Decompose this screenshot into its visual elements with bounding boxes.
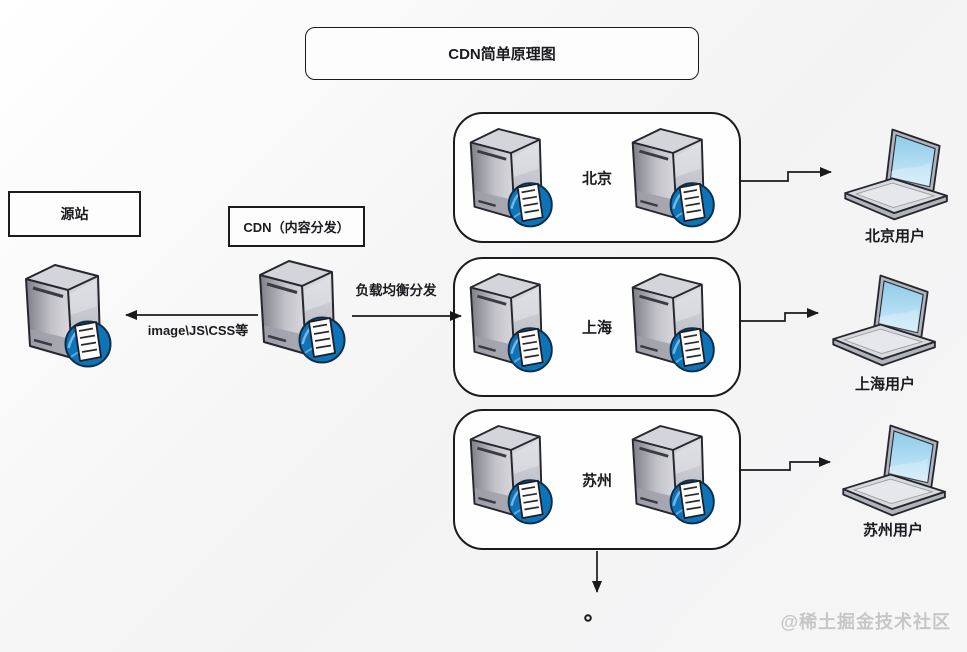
region-name-suzhou: 苏州 bbox=[581, 472, 612, 489]
server-icon bbox=[252, 256, 352, 366]
region-box-shanghai: 上海 bbox=[453, 257, 741, 397]
arrow-beijing-to-user bbox=[741, 167, 832, 182]
arrow-suzhou-to-user bbox=[741, 457, 831, 471]
region-box-beijing: 北京 bbox=[453, 112, 741, 243]
edge-label-assets: image\JS\CSS等 bbox=[147, 323, 249, 338]
user-label-beijing: 北京用户 bbox=[864, 228, 925, 245]
laptop-icon bbox=[838, 124, 956, 224]
diagram-title-box: CDN简单原理图 bbox=[305, 27, 699, 80]
user-label-shanghai: 上海用户 bbox=[854, 376, 915, 393]
cdn-node-label: CDN（内容分发） bbox=[243, 220, 350, 235]
laptop-icon bbox=[836, 420, 954, 520]
region-box-suzhou: 苏州 bbox=[453, 409, 741, 550]
server-icon bbox=[18, 260, 118, 370]
ellipsis-dot bbox=[584, 614, 592, 622]
user-label-suzhou: 苏州用户 bbox=[862, 522, 923, 539]
origin-site-box: 源站 bbox=[8, 191, 141, 237]
region-name-shanghai: 上海 bbox=[581, 319, 612, 337]
region-name-beijing: 北京 bbox=[581, 170, 612, 187]
watermark: @稀土掘金技术社区 bbox=[780, 612, 951, 632]
laptop-icon bbox=[826, 270, 944, 370]
origin-site-label: 源站 bbox=[60, 206, 89, 222]
arrow-shanghai-to-user bbox=[741, 308, 819, 322]
diagram-title: CDN简单原理图 bbox=[448, 46, 556, 63]
edge-label-load-balancing: 负载均衡分发 bbox=[355, 283, 437, 298]
cdn-node-box: CDN（内容分发） bbox=[228, 206, 365, 247]
